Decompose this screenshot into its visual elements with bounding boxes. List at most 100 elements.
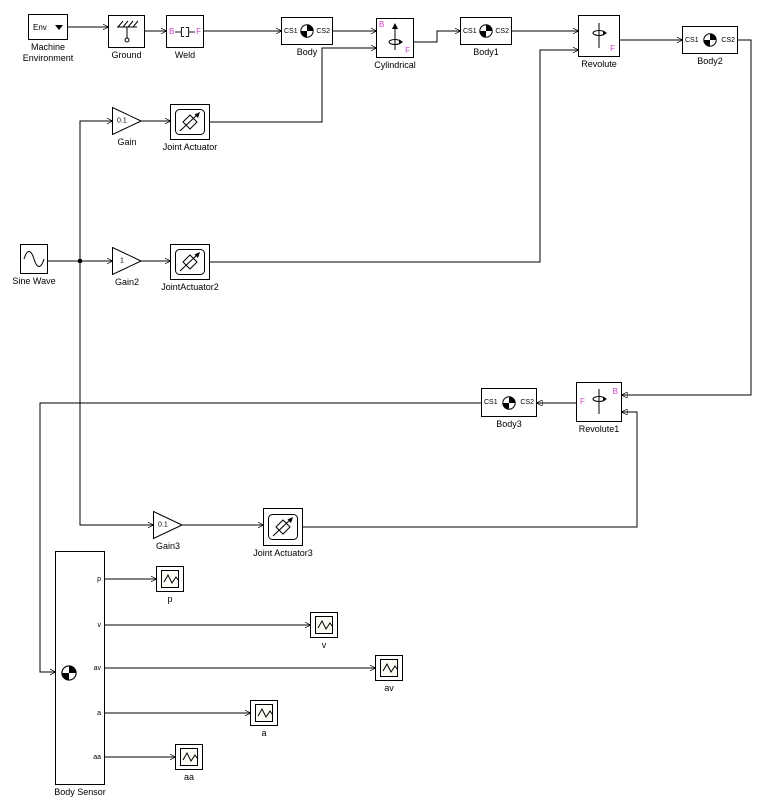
port-label-b: B xyxy=(612,387,618,396)
revolute-joint-icon xyxy=(592,23,607,48)
block-gain[interactable]: 0.1 xyxy=(112,107,142,135)
port-label-cs2: CS2 xyxy=(520,399,534,406)
wire-body3-to-bodysensor[interactable] xyxy=(39,402,481,672)
block-joint-actuator3[interactable] xyxy=(263,508,303,546)
block-sine-wave[interactable] xyxy=(20,244,48,274)
block-scope-a[interactable] xyxy=(250,700,278,726)
port-label-a: a xyxy=(97,710,101,717)
block-body2[interactable]: CS1 CS2 xyxy=(682,26,738,54)
block-gain2[interactable]: 1 xyxy=(112,247,142,275)
wire-jointactuator3-to-revolute1[interactable] xyxy=(303,412,638,528)
wire-jointactuator-to-cylindrical[interactable] xyxy=(210,48,376,123)
block-cylindrical[interactable]: B F xyxy=(376,18,414,58)
block-label-body-sensor: Body Sensor xyxy=(54,787,106,797)
block-label-scope-v: v xyxy=(321,640,327,650)
joint-actuator-icon xyxy=(175,109,205,135)
block-joint-actuator2[interactable] xyxy=(170,244,210,280)
block-label-joint-actuator: Joint Actuator xyxy=(162,142,218,152)
port-label-b: B xyxy=(379,20,385,29)
block-label-machine-environment: Machine Environment xyxy=(22,42,74,63)
block-label-body: Body xyxy=(296,47,318,57)
port-label-p: p xyxy=(97,576,101,583)
wire-branch-to-gain[interactable] xyxy=(79,121,112,261)
joint-actuator-icon xyxy=(268,514,298,540)
block-label-joint-actuator3: Joint Actuator3 xyxy=(253,548,313,558)
scope-screen-icon xyxy=(255,704,273,722)
block-label-body1: Body1 xyxy=(473,47,499,57)
wire-jointactuator2-to-revolute[interactable] xyxy=(210,50,578,263)
block-ground[interactable] xyxy=(108,15,145,48)
port-label-cs2: CS2 xyxy=(495,27,509,35)
port-label-cs1: CS1 xyxy=(484,399,498,406)
port-label-f: F xyxy=(196,26,201,36)
block-revolute[interactable]: F xyxy=(578,15,620,57)
sine-wave-icon xyxy=(23,251,45,267)
port-label-v: v xyxy=(97,622,102,629)
port-label-cs1: CS1 xyxy=(284,27,298,35)
block-label-scope-p: p xyxy=(167,594,173,604)
port-label-av: av xyxy=(93,665,101,672)
port-label-f: F xyxy=(580,397,585,406)
block-label-sine-wave: Sine Wave xyxy=(12,276,56,286)
block-scope-p[interactable] xyxy=(156,566,184,592)
block-revolute1[interactable]: F B xyxy=(576,382,622,422)
revolute-joint-icon xyxy=(592,389,607,414)
port-label-cs2: CS2 xyxy=(721,36,735,44)
gain-triangle-icon xyxy=(153,511,183,539)
gain-triangle-icon xyxy=(112,247,142,275)
block-joint-actuator[interactable] xyxy=(170,104,210,140)
scope-screen-icon xyxy=(180,748,198,766)
block-label-scope-aa: aa xyxy=(183,772,194,782)
machine-env-text: Env xyxy=(33,22,47,32)
block-label-gain3: Gain3 xyxy=(155,541,181,551)
block-label-revolute1: Revolute1 xyxy=(578,424,620,434)
wire-body2-to-revolute1[interactable] xyxy=(622,39,752,395)
wire-branch-to-gain3[interactable] xyxy=(79,261,153,525)
cylindrical-joint-icon xyxy=(388,23,403,50)
center-of-mass-icon xyxy=(703,33,717,47)
block-body3[interactable]: CS1 CS2 xyxy=(481,388,537,417)
port-label-b: B xyxy=(169,26,175,36)
block-label-scope-av: av xyxy=(384,683,394,693)
block-label-gain2: Gain2 xyxy=(114,277,140,287)
block-body[interactable]: CS1 CS2 xyxy=(281,17,333,45)
gain-value: 0.1 xyxy=(117,117,127,125)
block-gain3[interactable]: 0.1 xyxy=(153,511,183,539)
scope-screen-icon xyxy=(161,570,179,588)
gain-triangle-icon xyxy=(112,107,142,135)
port-label-cs2: CS2 xyxy=(316,27,330,35)
scope-screen-icon xyxy=(380,659,398,677)
block-label-revolute: Revolute xyxy=(581,59,617,69)
block-label-body2: Body2 xyxy=(697,56,723,66)
weld-icon xyxy=(175,26,196,37)
port-label-f: F xyxy=(405,46,410,55)
center-of-mass-icon xyxy=(502,395,516,410)
port-label-f: F xyxy=(610,44,615,53)
block-label-ground: Ground xyxy=(111,50,142,60)
block-scope-av[interactable] xyxy=(375,655,403,681)
center-of-mass-icon xyxy=(479,24,493,38)
block-machine-environment[interactable]: Env xyxy=(28,14,68,40)
center-of-mass-icon xyxy=(300,24,314,38)
wire-cylindrical-to-body1[interactable] xyxy=(414,31,460,43)
port-label-cs1: CS1 xyxy=(463,27,477,35)
block-weld[interactable]: B F xyxy=(166,15,204,48)
dropdown-arrow-icon[interactable] xyxy=(55,24,63,30)
block-label-body3: Body3 xyxy=(496,419,522,429)
block-scope-v[interactable] xyxy=(310,612,338,638)
block-label-gain: Gain xyxy=(117,137,137,147)
scope-screen-icon xyxy=(315,616,333,634)
center-of-mass-icon xyxy=(61,665,77,681)
gain-value: 1 xyxy=(120,257,124,265)
port-label-aa: aa xyxy=(93,754,101,761)
joint-actuator-icon xyxy=(175,249,205,275)
block-body-sensor[interactable]: p v av a aa xyxy=(55,551,105,785)
block-label-scope-a: a xyxy=(261,728,267,738)
block-scope-aa[interactable] xyxy=(175,744,203,770)
block-body1[interactable]: CS1 CS2 xyxy=(460,17,512,45)
block-label-cylindrical: Cylindrical xyxy=(374,60,416,70)
block-label-joint-actuator2: JointActuator2 xyxy=(161,282,219,292)
junction-dot xyxy=(77,258,83,264)
